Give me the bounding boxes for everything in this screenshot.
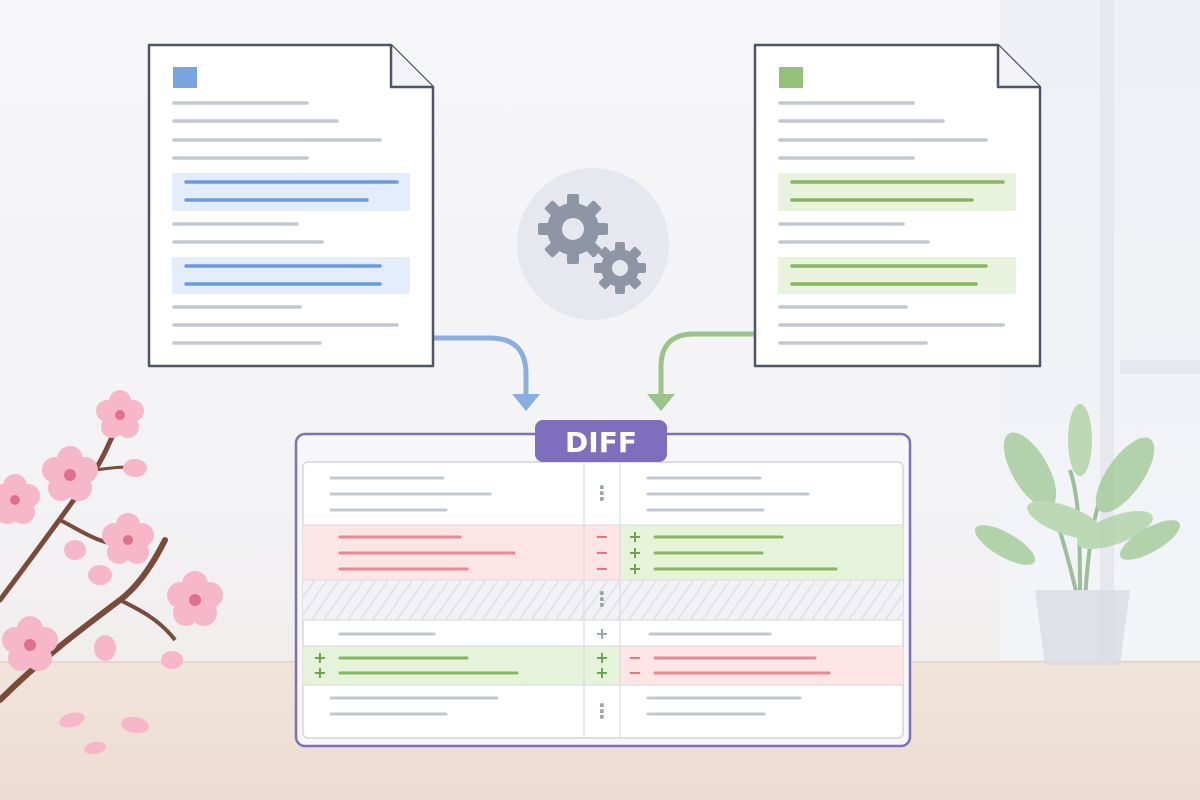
diff-badge: DIFF xyxy=(535,420,667,462)
added-marker: + xyxy=(313,648,326,667)
document-left xyxy=(147,43,435,368)
diff-badge-label: DIFF xyxy=(565,426,637,459)
added-marker: + xyxy=(628,527,641,546)
document-right-badge-icon xyxy=(779,67,803,88)
left-connector xyxy=(433,335,529,396)
potted-plant xyxy=(974,404,1181,665)
left-arrow-down-icon xyxy=(512,394,540,411)
diff-panel: ⋮ ⋮ ⋮ − − − + + + + + + + + − − xyxy=(294,432,912,748)
gutter-dots: ⋮ xyxy=(592,587,612,611)
right-connector xyxy=(658,331,755,396)
right-arrow-down-icon xyxy=(647,394,675,411)
removed-marker: − xyxy=(595,527,608,546)
added-marker: + xyxy=(595,648,608,667)
document-left-badge-icon xyxy=(173,67,197,88)
cherry-blossom-branch xyxy=(0,390,223,755)
added-marker: + xyxy=(313,663,326,682)
process-gears-icon xyxy=(517,168,669,320)
gutter-dots: ⋮ xyxy=(592,699,612,723)
neutral-plus-marker: + xyxy=(595,624,608,643)
removed-marker: − xyxy=(595,559,608,578)
removed-marker: − xyxy=(628,663,641,682)
row-added-removed xyxy=(303,646,584,685)
gutter-dots: ⋮ xyxy=(592,481,612,505)
row-collapsed xyxy=(303,581,903,620)
removed-marker: − xyxy=(628,648,641,667)
added-marker: + xyxy=(595,663,608,682)
document-right xyxy=(753,43,1042,368)
added-marker: + xyxy=(628,543,641,562)
removed-marker: − xyxy=(595,543,608,562)
added-marker: + xyxy=(628,559,641,578)
